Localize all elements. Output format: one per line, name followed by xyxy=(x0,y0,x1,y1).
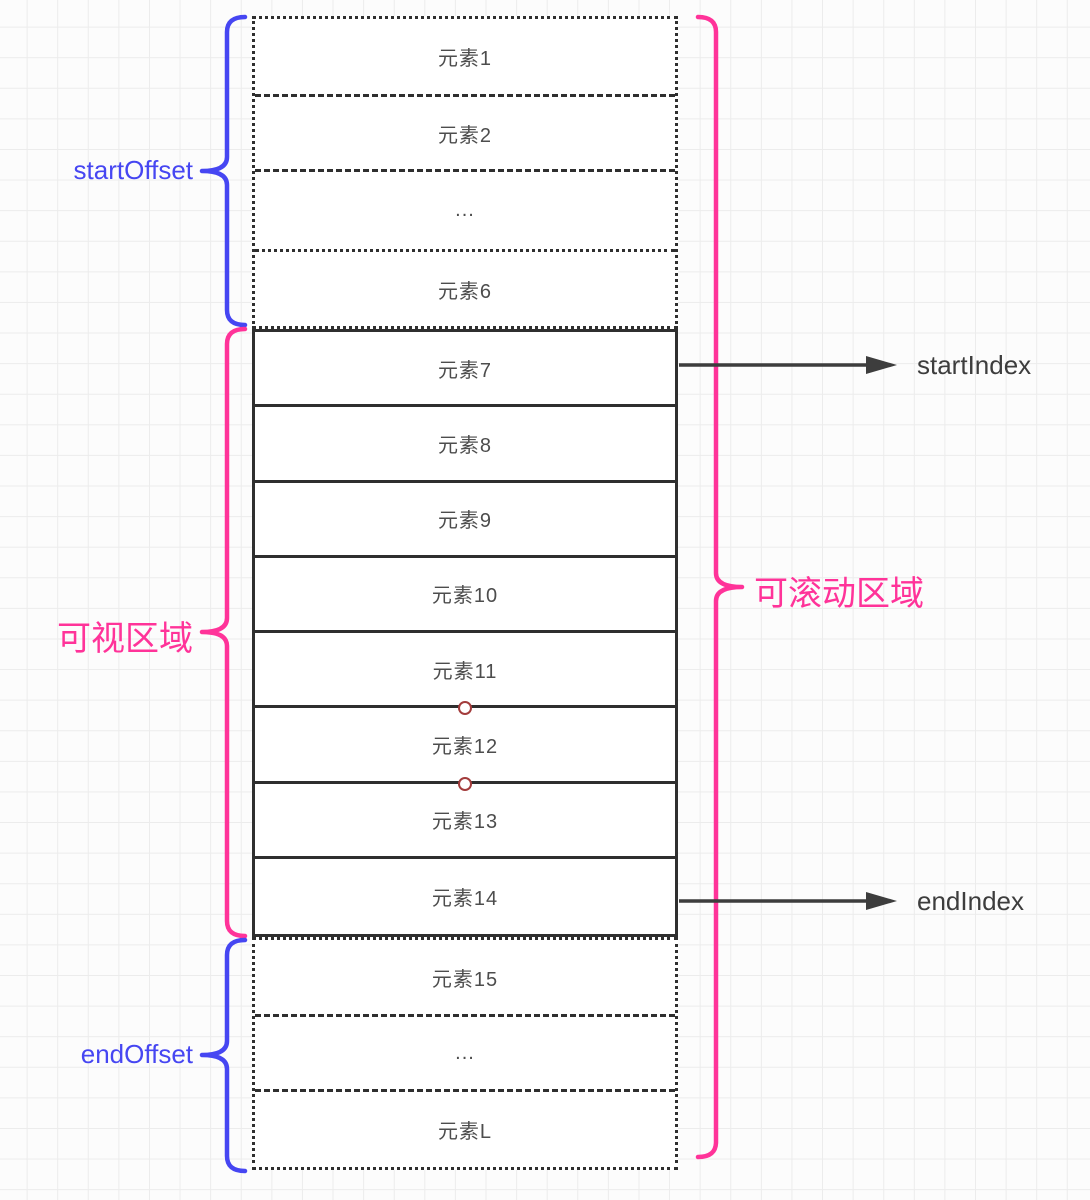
list-item: 元素15 xyxy=(255,940,675,1017)
list-item-ellipsis: ... xyxy=(255,172,675,252)
list-item-label: ... xyxy=(455,1041,475,1064)
start-offset-label: startOffset xyxy=(73,155,193,185)
connection-point-icon xyxy=(458,777,472,791)
list-item-label: 元素15 xyxy=(431,968,499,991)
list-item: 元素8 xyxy=(255,407,675,483)
start-index-label: startIndex xyxy=(917,350,1032,380)
list-item-label: 元素14 xyxy=(431,887,499,910)
list-item-label: 元素6 xyxy=(437,280,493,303)
list-item-label: ... xyxy=(455,199,475,221)
start-offset-brace xyxy=(199,14,248,328)
list-item: 元素13 xyxy=(255,784,675,859)
list-item: 元素L xyxy=(255,1092,675,1167)
end-offset-label: endOffset xyxy=(80,1039,193,1069)
list-item-ellipsis: ... xyxy=(255,1017,675,1092)
list-item-label: 元素9 xyxy=(437,510,493,533)
list-item: 元素14 xyxy=(255,859,675,934)
visible-area-label: 可视区域 xyxy=(57,620,193,658)
list-item: 元素2 xyxy=(255,97,675,172)
list-item-label: 元素11 xyxy=(432,660,498,683)
list-item-label: 元素L xyxy=(437,1121,493,1143)
list-item-label: 元素1 xyxy=(437,48,493,70)
list-item: 元素10 xyxy=(255,558,675,633)
list-item-label: 元素7 xyxy=(437,359,493,382)
end-offset-brace xyxy=(199,937,248,1174)
list-item: 元素9 xyxy=(255,483,675,558)
scrollable-area-label: 可滚动区域 xyxy=(754,575,924,613)
list-item: 元素6 xyxy=(255,252,675,326)
list-item-label: 元素12 xyxy=(431,735,499,758)
list-item-label: 元素2 xyxy=(437,124,493,147)
list-item: 元素12 xyxy=(255,708,675,784)
list-item: 元素1 xyxy=(255,19,675,97)
top-buffer-section: 元素1 元素2 ... 元素6 xyxy=(252,16,678,329)
list-item-label: 元素8 xyxy=(437,434,493,457)
visible-items-section: 元素7 元素8 元素9 元素10 元素11 元素12 元素13 元素14 xyxy=(252,329,678,937)
list-item-label: 元素10 xyxy=(431,585,499,608)
connection-point-icon xyxy=(458,701,472,715)
end-index-arrow xyxy=(679,892,897,910)
scrollable-area-brace xyxy=(695,14,745,1160)
start-index-arrow xyxy=(679,356,897,374)
list-item-label: 元素13 xyxy=(431,811,499,834)
end-index-label: endIndex xyxy=(917,886,1024,916)
bottom-buffer-section: 元素15 ... 元素L xyxy=(252,937,678,1170)
visible-area-brace xyxy=(199,326,248,939)
list-item: 元素11 xyxy=(255,633,675,709)
list-item: 元素7 xyxy=(255,332,675,408)
